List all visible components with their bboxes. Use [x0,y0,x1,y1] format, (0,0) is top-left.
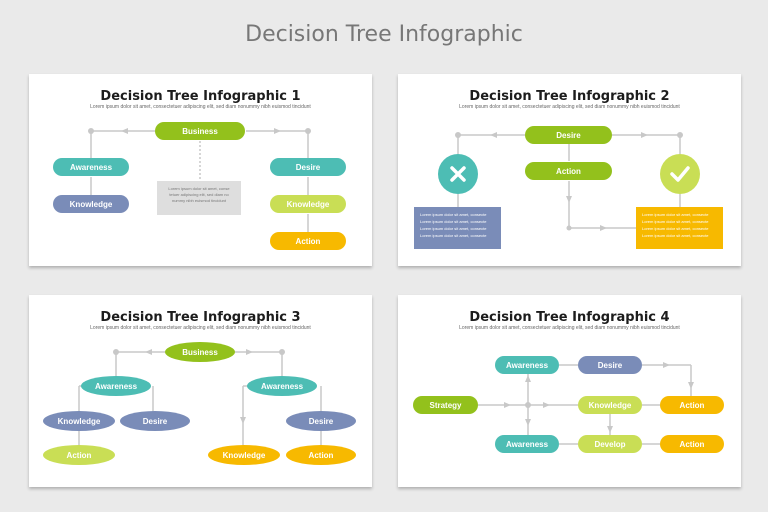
node-desire[interactable]: Desire [270,158,346,176]
node-business[interactable]: Business [155,122,245,140]
node-knowledge-2[interactable]: Knowledge [270,195,346,213]
slide-4-connectors [478,362,694,445]
node-knowledge[interactable]: Knowledge [578,396,642,414]
slide-2-title: Decision Tree Infographic 2 [469,89,670,104]
right-info-card: Lorem ipsum dolor sit amet, consecte Lor… [636,207,723,249]
node-desire[interactable]: Desire [120,411,190,431]
check-icon [660,154,700,194]
slide-2-subtitle: Lorem ipsum dolor sit amet, consectetuer… [459,104,680,110]
slide-4-subtitle: Lorem ipsum dolor sit amet, consectetuer… [459,325,680,331]
node-action-2[interactable]: Action [286,445,356,465]
node-awareness-2[interactable]: Awareness [247,376,317,396]
note-line: Lorem ipsum dolor sit amet, conse [168,186,230,191]
card-line: Lorem ipsum dolor sit amet, consecte [642,233,709,238]
card-line: Lorem ipsum dolor sit amet, consecte [420,212,487,217]
node-action[interactable]: Action [525,162,612,180]
node-action[interactable]: Action [270,232,346,250]
node-desire-2[interactable]: Desire [286,411,356,431]
slide-4[interactable]: Decision Tree Infographic 4 Lorem ipsum … [398,295,741,487]
slide-3-subtitle: Lorem ipsum dolor sit amet, consectetuer… [90,325,311,331]
left-info-card: Lorem ipsum dolor sit amet, consecte Lor… [414,207,501,249]
node-awareness[interactable]: Awareness [495,356,559,374]
slide-3-connectors [78,349,322,446]
node-business[interactable]: Business [165,342,235,362]
slide-2[interactable]: Decision Tree Infographic 2 Lorem ipsum … [398,74,741,266]
card-line: Lorem ipsum dolor sit amet, consecte [642,226,709,231]
node-action[interactable]: Action [43,445,115,465]
node-awareness[interactable]: Awareness [81,376,151,396]
node-knowledge[interactable]: Knowledge [43,411,115,431]
slide-1-title: Decision Tree Infographic 1 [100,89,301,104]
x-icon [438,154,478,194]
slide-2-connectors [455,132,683,231]
slide-3-title: Decision Tree Infographic 3 [100,310,301,325]
node-knowledge[interactable]: Knowledge [53,195,129,213]
note-line: nummy nibh euismod tincidunt [171,198,227,203]
slide-1[interactable]: Decision Tree Infographic 1 Lorem ipsum … [29,74,372,266]
slide-3[interactable]: Decision Tree Infographic 3 Lorem ipsum … [29,295,372,487]
card-line: Lorem ipsum dolor sit amet, consecte [420,233,487,238]
node-awareness-2[interactable]: Awareness [495,435,559,453]
node-action-2[interactable]: Action [660,435,724,453]
node-knowledge-2[interactable]: Knowledge [208,445,280,465]
note-line: tetuer adipiscing elit, sed diam no [169,192,229,197]
node-strategy[interactable]: Strategy [413,396,478,414]
card-line: Lorem ipsum dolor sit amet, consecte [642,212,709,217]
node-develop[interactable]: Develop [578,435,642,453]
node-awareness[interactable]: Awareness [53,158,129,176]
page-title: Decision Tree Infographic [245,22,523,47]
slide-1-connectors [88,128,311,233]
node-desire[interactable]: Desire [525,126,612,144]
card-line: Lorem ipsum dolor sit amet, consecte [420,226,487,231]
note-card: Lorem ipsum dolor sit amet, conse tetuer… [157,181,241,215]
card-line: Lorem ipsum dolor sit amet, consecte [420,219,487,224]
slide-4-title: Decision Tree Infographic 4 [469,310,670,325]
slide-1-subtitle: Lorem ipsum dolor sit amet, consectetuer… [90,104,311,110]
node-action[interactable]: Action [660,396,724,414]
node-desire[interactable]: Desire [578,356,642,374]
card-line: Lorem ipsum dolor sit amet, consecte [642,219,709,224]
